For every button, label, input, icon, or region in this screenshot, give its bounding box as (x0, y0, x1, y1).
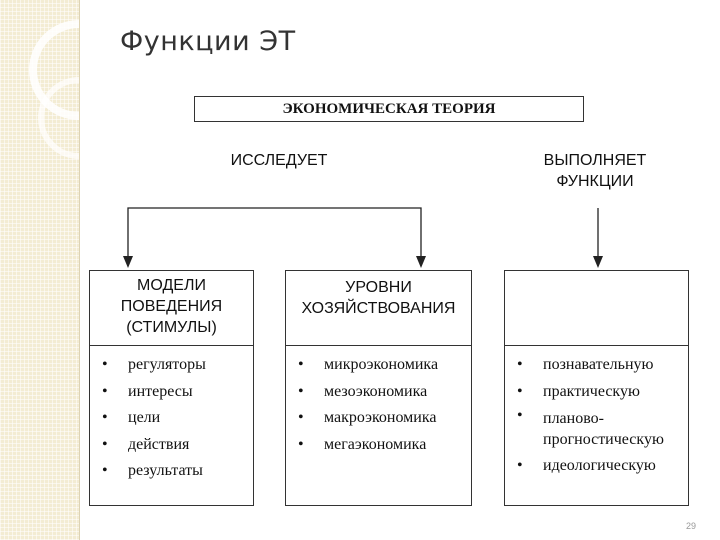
arrow-down-icon (123, 256, 133, 268)
list-item: познавательную (505, 352, 688, 379)
list-item: цели (90, 405, 253, 432)
column-behavior-models: МОДЕЛИ ПОВЕДЕНИЯ (СТИМУЛЫ) регуляторы ин… (89, 270, 254, 506)
column-heading: МОДЕЛИ ПОВЕДЕНИЯ (СТИМУЛЫ) (90, 271, 253, 346)
label-performs-line2: ФУНКЦИИ (556, 173, 634, 190)
heading-line: ПОВЕДЕНИЯ (120, 298, 223, 315)
page-number: 29 (686, 521, 697, 531)
bullet-list: микроэкономика мезоэкономика макроэконом… (286, 346, 471, 458)
root-node-label: ЭКОНОМИЧЕСКАЯ ТЕОРИЯ (282, 100, 496, 117)
list-item: макроэкономика (286, 405, 471, 432)
list-item: мегаэкономика (286, 432, 471, 459)
label-performs-functions: ВЫПОЛНЯЕТ ФУНКЦИИ (520, 150, 670, 192)
list-item: планово- прогностическую (505, 405, 688, 453)
bullet-list: регуляторы интересы цели действия резуль… (90, 346, 253, 485)
root-node-economic-theory: ЭКОНОМИЧЕСКАЯ ТЕОРИЯ (194, 96, 584, 122)
column-heading: УРОВНИ ХОЗЯЙСТВОВАНИЯ (286, 271, 471, 346)
column-economic-levels: УРОВНИ ХОЗЯЙСТВОВАНИЯ микроэкономика мез… (285, 270, 472, 506)
list-item: интересы (90, 379, 253, 406)
column-heading-empty (505, 271, 688, 346)
list-item: мезоэкономика (286, 379, 471, 406)
list-item: идеологическую (505, 453, 688, 480)
heading-line: (СТИМУЛЫ) (126, 319, 217, 336)
slide-title: Функции ЭТ (120, 26, 296, 57)
label-investigates: ИССЛЕДУЕТ (230, 152, 328, 169)
heading-line: ХОЗЯЙСТВОВАНИЯ (301, 300, 456, 317)
arrow-down-icon (416, 256, 426, 268)
decorative-side-strip (0, 0, 129, 540)
list-item: результаты (90, 458, 253, 485)
list-item: практическую (505, 379, 688, 406)
list-item: действия (90, 432, 253, 459)
label-performs-line1: ВЫПОЛНЯЕТ (543, 152, 647, 169)
heading-line: МОДЕЛИ (137, 277, 206, 294)
left-bracket-connector (127, 207, 422, 262)
bullet-list: познавательную практическую планово- про… (505, 346, 688, 480)
list-item: микроэкономика (286, 352, 471, 379)
column-functions: познавательную практическую планово- про… (504, 270, 689, 506)
heading-line: УРОВНИ (345, 279, 412, 296)
arrow-down-icon (593, 256, 603, 268)
list-item: регуляторы (90, 352, 253, 379)
side-strip-edge (79, 0, 80, 540)
